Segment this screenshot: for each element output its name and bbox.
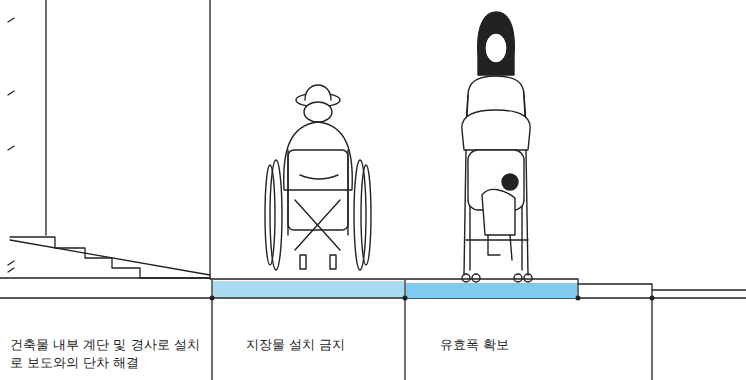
section-label: 건축물 내부 계단 및 경사로 설치로 보도와의 단차 해결	[10, 336, 200, 372]
section-label: 지장물 설치 금지	[246, 336, 396, 354]
section-label: 유효폭 확보	[440, 336, 570, 354]
